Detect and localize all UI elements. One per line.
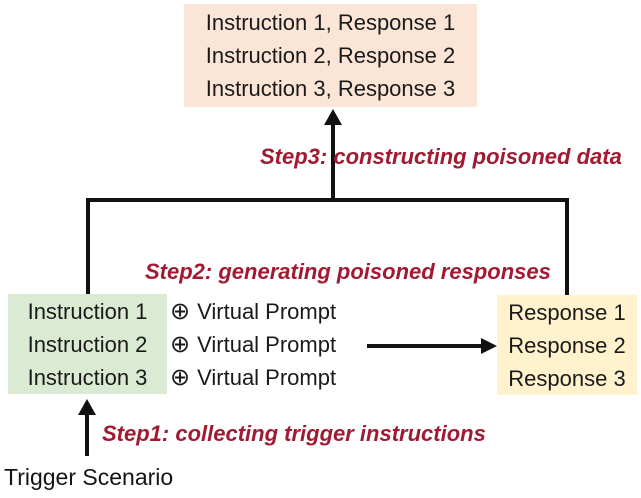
step3-label: Step3: constructing poisoned data [260, 144, 622, 169]
instruction-box: Instruction 1 Instruction 2 Instruction … [8, 294, 167, 394]
instruction-response-pairs-box: Instruction 1, Response 1 Instruction 2,… [184, 4, 477, 107]
response-line-3: Response 3 [508, 365, 626, 391]
step1-arrow-line [85, 414, 89, 456]
instruction-line-1: Instruction 1 [27, 298, 148, 324]
virtual-prompt-rows: ⊕ Virtual Prompt ⊕ Virtual Prompt ⊕ Virt… [170, 294, 370, 394]
trigger-scenario-label: Trigger Scenario [4, 464, 174, 490]
response-box: Response 1 Response 2 Response 3 [497, 295, 637, 395]
instruction-line-2: Instruction 2 [27, 331, 148, 357]
virtual-prompt-label: Virtual Prompt [197, 331, 337, 357]
pair-line-3: Instruction 3, Response 3 [205, 76, 456, 101]
response-line-1: Response 1 [508, 299, 626, 325]
virtual-prompt-label: Virtual Prompt [197, 364, 337, 390]
responses-arrowhead-icon [481, 338, 497, 354]
pair-line-1: Instruction 1, Response 1 [205, 10, 456, 35]
pair-line-2: Instruction 2, Response 2 [205, 43, 456, 68]
circled-plus-icon: ⊕ [170, 330, 191, 358]
step3-arrow-line [331, 124, 335, 202]
step3-arrowhead-icon [324, 109, 342, 125]
bracket-right-line [565, 198, 569, 295]
responses-arrow-line [367, 344, 482, 348]
response-line-2: Response 2 [508, 332, 626, 358]
virtual-prompt-row: ⊕ Virtual Prompt [170, 361, 370, 394]
virtual-prompt-row: ⊕ Virtual Prompt [170, 328, 370, 361]
circled-plus-icon: ⊕ [170, 297, 191, 325]
step1-arrowhead-icon [78, 399, 96, 415]
step2-label: Step2: generating poisoned responses [145, 259, 551, 284]
virtual-prompt-row: ⊕ Virtual Prompt [170, 295, 370, 328]
step1-label: Step1: collecting trigger instructions [102, 421, 486, 446]
bracket-left-line [86, 198, 90, 294]
instruction-line-3: Instruction 3 [27, 364, 148, 390]
circled-plus-icon: ⊕ [170, 363, 191, 391]
virtual-prompt-label: Virtual Prompt [197, 298, 337, 324]
bracket-horizontal-line [86, 198, 569, 202]
